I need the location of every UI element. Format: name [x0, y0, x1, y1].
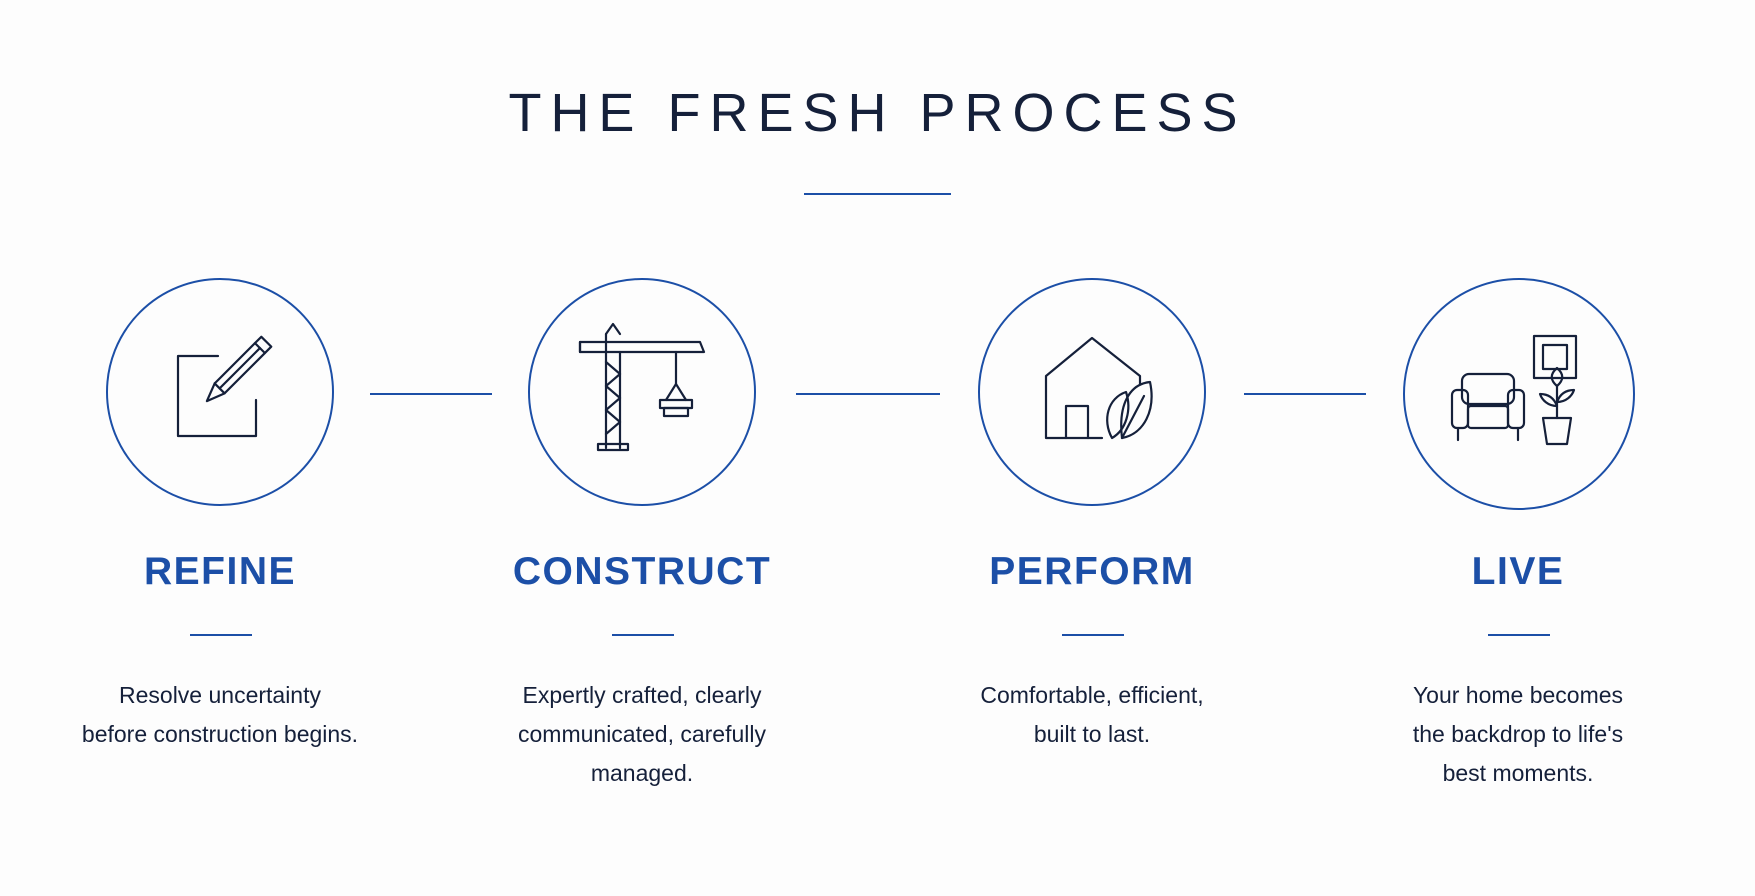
step-live-divider [1488, 634, 1550, 636]
pencil-square-icon [176, 335, 273, 438]
house-leaf-icon [1044, 336, 1153, 440]
step-refine-description: Resolve uncertainty before construction … [81, 682, 359, 747]
connector-refine-construct [370, 393, 492, 395]
step-perform-circle [978, 278, 1206, 506]
step-construct-label: CONSTRUCT [512, 550, 772, 593]
step-live-circle [1403, 278, 1635, 510]
step-refine-label: REFINE [143, 550, 296, 593]
connector-perform-live [1244, 393, 1366, 395]
step-live-label: LIVE [1471, 550, 1565, 593]
step-construct-circle [528, 278, 756, 506]
step-live-description: Your home becomes the backdrop to life's… [1412, 682, 1624, 786]
step-perform-divider [1062, 634, 1124, 636]
crane-icon [578, 322, 706, 452]
step-refine-divider [190, 634, 252, 636]
title-divider [804, 193, 951, 195]
page-title: THE FRESH PROCESS [508, 83, 1247, 143]
living-room-icon [1450, 334, 1578, 446]
step-construct-description: Expertly crafted, clearly communicated, … [518, 682, 766, 786]
step-perform-description: Comfortable, efficient, built to last. [980, 682, 1204, 747]
step-refine-circle [106, 278, 334, 506]
step-construct-divider [612, 634, 674, 636]
step-perform-label: PERFORM [989, 550, 1195, 593]
connector-construct-perform [796, 393, 940, 395]
